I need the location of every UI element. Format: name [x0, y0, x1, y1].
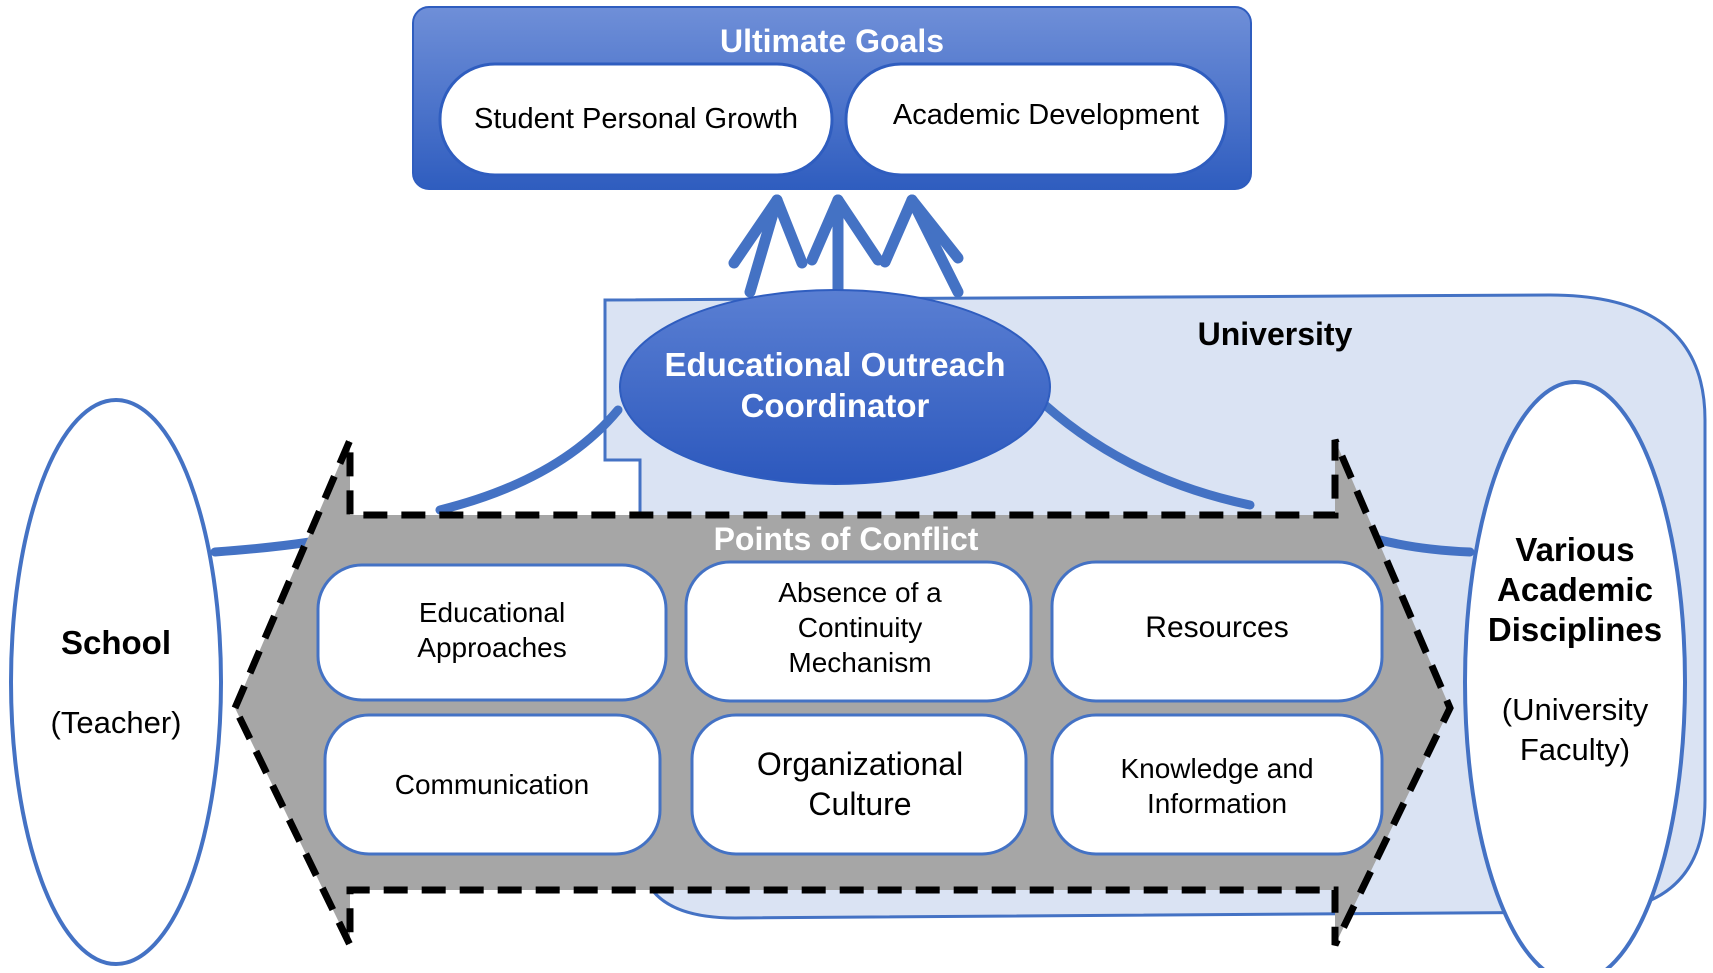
conflict-item-line: Continuity [798, 612, 923, 643]
disciplines-name-line3: Disciplines [1488, 611, 1662, 648]
conflict-title: Points of Conflict [714, 521, 979, 557]
conflict-item-line: Communication [395, 769, 590, 800]
conflict-item-line: Mechanism [788, 647, 931, 678]
conflict-item-line: Absence of a [778, 577, 942, 608]
conflict-item-line: Information [1147, 788, 1287, 819]
disciplines-name-line2: Academic [1497, 571, 1653, 608]
school-name: School [61, 624, 171, 661]
goal-academic-development-label: Academic Development [893, 99, 1199, 131]
coordinator-label-line1: Educational Outreach [664, 346, 1005, 383]
connector-lines [210, 400, 1475, 557]
conflict-item-continuity-mechanism: Absence of a Continuity Mechanism [684, 560, 1033, 703]
conflict-item-line: Knowledge and [1120, 753, 1313, 784]
disciplines-name-line1: Various [1515, 531, 1634, 568]
goal-academic-development-box [844, 62, 1228, 177]
conflict-item-line: Approaches [417, 632, 566, 663]
goal-student-growth-label: Student Personal Growth [474, 103, 798, 135]
disciplines-role-line1: (University [1502, 692, 1649, 727]
school-role: (Teacher) [51, 705, 182, 740]
conflict-item-educational-approaches: Educational Approaches [316, 563, 668, 702]
conflict-item-line: Organizational [757, 746, 963, 782]
conflict-item-organizational-culture: Organizational Culture [690, 713, 1028, 856]
conflict-item-line: Resources [1145, 611, 1288, 644]
upward-arrows [728, 194, 964, 298]
conflict-item-communication: Communication [323, 713, 662, 856]
coordinator-ellipse [619, 289, 1051, 485]
university-label: University [1198, 316, 1353, 352]
conflict-item-resources: Resources [1050, 560, 1384, 703]
coordinator-label-line2: Coordinator [741, 387, 930, 424]
ultimate-goals-title: Ultimate Goals [720, 23, 944, 59]
conflict-item-line: Culture [808, 786, 911, 822]
disciplines-ellipse [1463, 380, 1687, 973]
conflict-item-knowledge-information: Knowledge and Information [1050, 713, 1384, 856]
conflict-item-line: Educational [419, 597, 565, 628]
goal-student-growth-box [438, 62, 834, 177]
disciplines-role-line2: Faculty) [1520, 732, 1630, 767]
school-ellipse [9, 398, 223, 966]
